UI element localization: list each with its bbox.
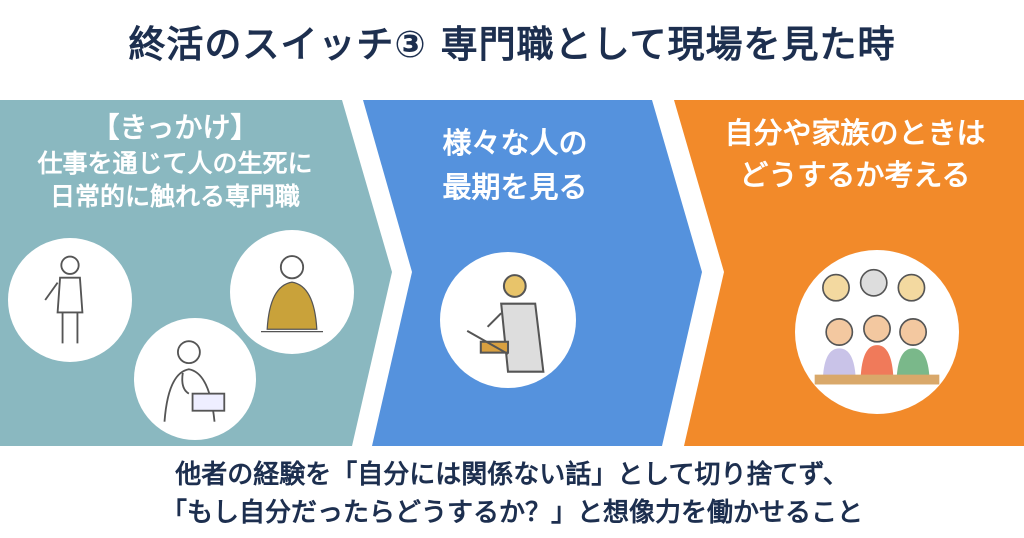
panel-think-line: 自分や家族のときは	[724, 116, 986, 150]
panel-trigger-text: 【きっかけ】 仕事を通じて人の生死に 日常的に触れる専門職	[10, 110, 340, 213]
praying-man-illustration	[440, 252, 576, 388]
panel-think-line: どうするか考える	[739, 158, 971, 193]
panel-trigger-line: 仕事を通じて人の生死に	[37, 148, 313, 178]
panel-trigger-heading: 【きっかけ】	[91, 111, 259, 144]
panel-see-text: 様々な人の 最期を見る	[380, 122, 650, 209]
page-title: 終活のスイッチ③ 専門職として現場を見た時	[128, 23, 896, 66]
monk-illustration	[230, 230, 354, 354]
panel-see-line: 様々な人の	[442, 126, 588, 160]
footer-line-2: 「もし自分だったらどうするか？」と想像力を働かせること	[160, 498, 863, 528]
footer-line-1: 他者の経験を「自分には関係ない話」として切り捨てず、	[175, 460, 849, 490]
panel-see-line: 最期を見る	[442, 169, 588, 204]
panel-trigger-line: 日常的に触れる専門職	[49, 181, 300, 211]
doctor-illustration	[134, 318, 256, 440]
panel-think-text: 自分や家族のときは どうするか考える	[690, 112, 1020, 196]
nurse-illustration	[8, 238, 132, 362]
panel-trigger-bg	[0, 100, 392, 446]
family-illustration	[795, 250, 959, 414]
